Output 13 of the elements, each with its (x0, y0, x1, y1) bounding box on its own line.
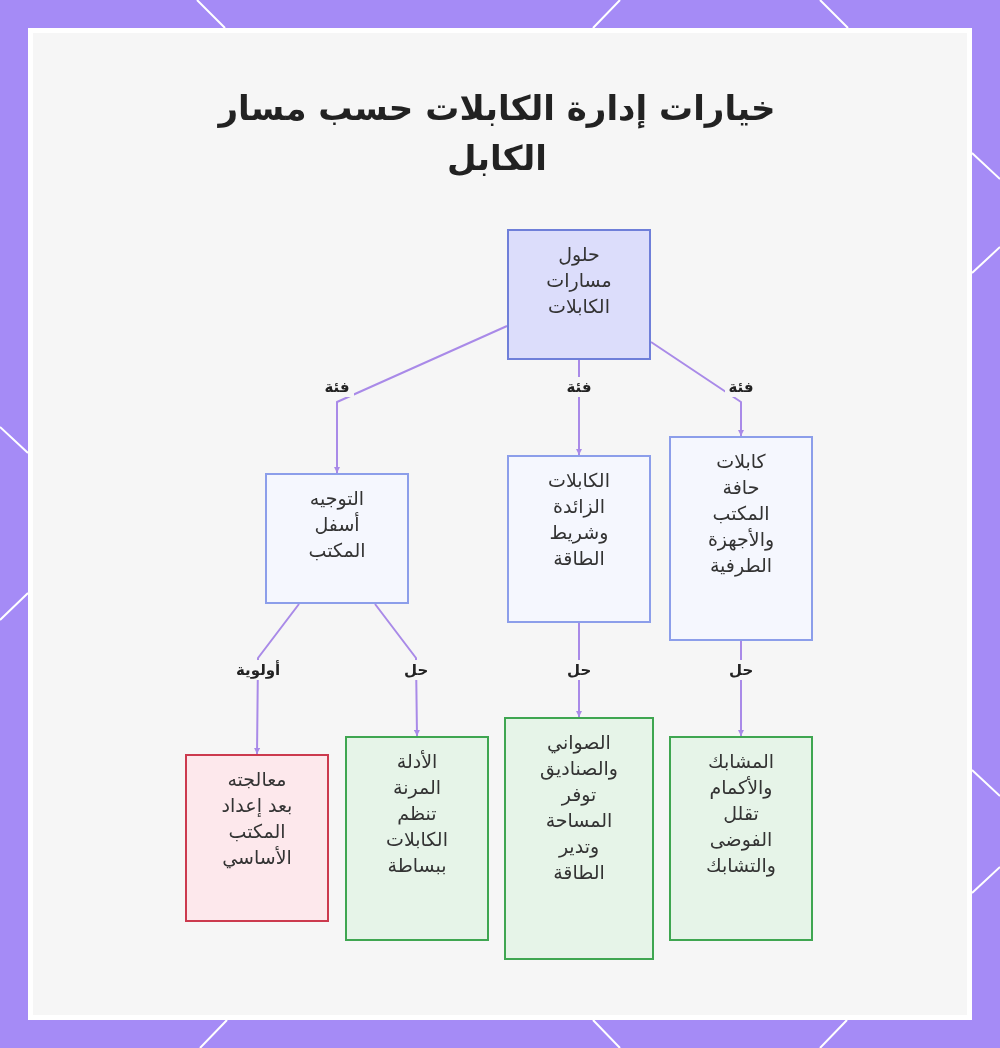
connector-arrow (254, 603, 300, 755)
process-box: الصواني والصناديق توفر المساحة وتدير الطاقة (504, 717, 654, 960)
title: خيارات إدارة الكابلات حسب مسار الكابل (216, 87, 777, 180)
connector-arrow (374, 603, 420, 737)
process-box: المشابك والأكمام تقلل الفوضى والتشابك (669, 736, 813, 941)
process-box: حلول مسارات الكابلات (507, 229, 651, 360)
process-box: كابلات حافة المكتب والأجهزة الطرفية (669, 436, 813, 641)
process-box: التوجيه أسفل المكتب (265, 473, 409, 604)
connector-arrow (650, 341, 744, 437)
process-box: معالجته بعد إعداد المكتب الأساسي (185, 754, 329, 922)
process-box: الأدلة المرنة تنظم الكابلات ببساطة (345, 736, 489, 941)
process-box: الكابلات الزائدة وشريط الطاقة (507, 455, 651, 623)
connector-arrow (334, 325, 508, 474)
